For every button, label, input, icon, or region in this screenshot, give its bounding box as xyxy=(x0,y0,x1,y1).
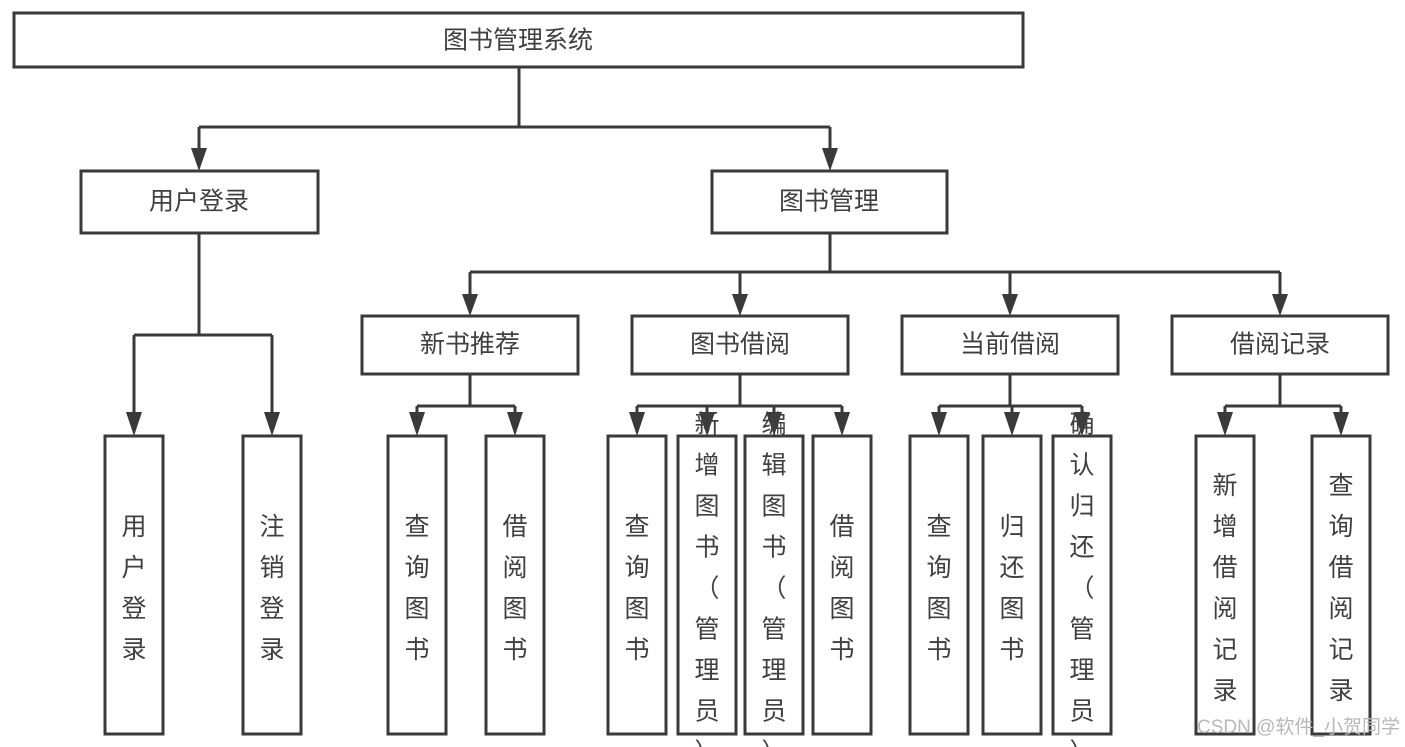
node-root-label: 图书管理系统 xyxy=(443,27,593,55)
node-current-borrow[interactable]: 当前借阅 xyxy=(900,314,1120,376)
node-user-login[interactable]: 用户登录 xyxy=(79,169,320,235)
arrow-head-book-borrow xyxy=(732,294,748,316)
node-leaf-borrow-book-1-label: 借阅图书 xyxy=(502,513,527,664)
node-leaf-add-book[interactable]: 新增图书（管理员） xyxy=(676,410,738,747)
node-leaf-borrow-book-1[interactable]: 借阅图书 xyxy=(484,434,546,736)
node-leaf-add-record[interactable]: 新增借阅记录 xyxy=(1194,434,1256,736)
node-leaf-query-book-2-box[interactable] xyxy=(606,434,668,736)
node-leaf-add-book-box[interactable] xyxy=(676,434,738,736)
arrow-head-book-manage xyxy=(822,148,838,171)
arrow-head-current-borrow xyxy=(1002,294,1018,316)
arrow-head-leaf-user-login xyxy=(126,412,142,436)
node-leaf-query-book-3[interactable]: 查询图书 xyxy=(908,434,970,736)
arrow-head-leaf-return-book xyxy=(1004,412,1020,436)
node-leaf-query-book-3-label: 查询图书 xyxy=(926,513,951,664)
node-leaf-borrow-book-2[interactable]: 借阅图书 xyxy=(811,434,873,736)
node-new-book-rec[interactable]: 新书推荐 xyxy=(360,314,580,376)
node-leaf-confirm-return-box[interactable] xyxy=(1051,434,1113,736)
node-leaf-query-book-1[interactable]: 查询图书 xyxy=(386,434,448,736)
arrow-head-new-book-rec xyxy=(462,294,478,316)
node-current-borrow-box[interactable] xyxy=(900,314,1120,376)
node-leaf-return-book-label: 归还图书 xyxy=(999,513,1024,664)
arrow-head-leaf-add-record xyxy=(1217,412,1233,436)
node-leaf-query-book-1-box[interactable] xyxy=(386,434,448,736)
node-leaf-user-login-box[interactable] xyxy=(103,434,165,736)
node-leaf-return-book-box[interactable] xyxy=(981,434,1043,736)
node-leaf-user-login-label: 用户登录 xyxy=(121,513,146,664)
node-book-borrow[interactable]: 图书借阅 xyxy=(630,314,850,376)
arrow-head-leaf-confirm-return xyxy=(1074,412,1090,436)
arrow-head-leaf-borrow-book-2 xyxy=(834,412,850,436)
leaf-node-layer: 用户登录 注销登录 查询图书 借阅图书 查询图书 新增图书（管理员） 编辑图书（管理员） 借阅… xyxy=(103,410,1372,747)
arrow-head-leaf-add-book xyxy=(699,412,715,436)
arrow-head-leaf-borrow-book-1 xyxy=(507,412,523,436)
node-leaf-query-record-box[interactable] xyxy=(1310,434,1372,736)
node-leaf-add-record-label: 新增借阅记录 xyxy=(1212,472,1237,705)
node-leaf-borrow-book-2-label: 借阅图书 xyxy=(829,513,854,664)
node-borrow-record-box[interactable] xyxy=(1170,314,1390,376)
node-leaf-edit-book-label: 编辑图书（管理员） xyxy=(761,410,786,747)
arrow-head-leaf-query-book-2 xyxy=(629,412,645,436)
node-book-manage[interactable]: 图书管理 xyxy=(710,169,949,235)
arrow-head-user-login xyxy=(191,148,207,171)
arrow-head-leaf-query-book-3 xyxy=(931,412,947,436)
node-leaf-add-record-box[interactable] xyxy=(1194,434,1256,736)
node-leaf-add-book-label: 新增图书（管理员） xyxy=(694,410,719,747)
arrow-head-leaf-edit-book xyxy=(766,412,782,436)
node-new-book-rec-label: 新书推荐 xyxy=(420,331,520,359)
node-borrow-record-label: 借阅记录 xyxy=(1230,331,1330,359)
node-root-box[interactable] xyxy=(12,11,1025,69)
node-leaf-confirm-return-label: 确认归还（管理员） xyxy=(1069,410,1094,747)
arrow-head-borrow-record xyxy=(1272,294,1288,316)
node-leaf-edit-book-box[interactable] xyxy=(743,434,805,736)
node-user-login-box[interactable] xyxy=(79,169,320,235)
node-current-borrow-label: 当前借阅 xyxy=(960,331,1060,359)
node-leaf-query-book-3-box[interactable] xyxy=(908,434,970,736)
node-leaf-edit-book[interactable]: 编辑图书（管理员） xyxy=(743,410,805,747)
node-leaf-return-book[interactable]: 归还图书 xyxy=(981,434,1043,736)
node-leaf-borrow-book-2-box[interactable] xyxy=(811,434,873,736)
node-book-borrow-box[interactable] xyxy=(630,314,850,376)
csdn-watermark: CSDN @软件_小贺同学 xyxy=(1197,716,1400,738)
node-leaf-query-record-label: 查询借阅记录 xyxy=(1328,472,1353,705)
node-book-manage-label: 图书管理 xyxy=(779,188,879,216)
node-root[interactable]: 图书管理系统 xyxy=(12,11,1025,69)
arrow-head-leaf-logout xyxy=(264,412,280,436)
node-user-login-label: 用户登录 xyxy=(149,188,249,216)
node-leaf-query-book-2-label: 查询图书 xyxy=(624,513,649,664)
arrow-head-leaf-query-record xyxy=(1333,412,1349,436)
node-book-manage-box[interactable] xyxy=(710,169,949,235)
node-leaf-user-login[interactable]: 用户登录 xyxy=(103,434,165,736)
node-leaf-borrow-book-1-box[interactable] xyxy=(484,434,546,736)
node-leaf-logout-label: 注销登录 xyxy=(259,513,284,664)
node-book-borrow-label: 图书借阅 xyxy=(690,331,790,359)
arrow-head-leaf-query-book-1 xyxy=(409,412,425,436)
node-leaf-query-book-1-label: 查询图书 xyxy=(404,513,429,664)
node-leaf-query-record[interactable]: 查询借阅记录 xyxy=(1310,434,1372,736)
node-leaf-query-book-2[interactable]: 查询图书 xyxy=(606,434,668,736)
node-new-book-rec-box[interactable] xyxy=(360,314,580,376)
node-leaf-confirm-return[interactable]: 确认归还（管理员） xyxy=(1051,410,1113,747)
node-leaf-logout-box[interactable] xyxy=(241,434,303,736)
node-borrow-record[interactable]: 借阅记录 xyxy=(1170,314,1390,376)
node-leaf-logout[interactable]: 注销登录 xyxy=(241,434,303,736)
connector-layer xyxy=(126,67,1349,436)
